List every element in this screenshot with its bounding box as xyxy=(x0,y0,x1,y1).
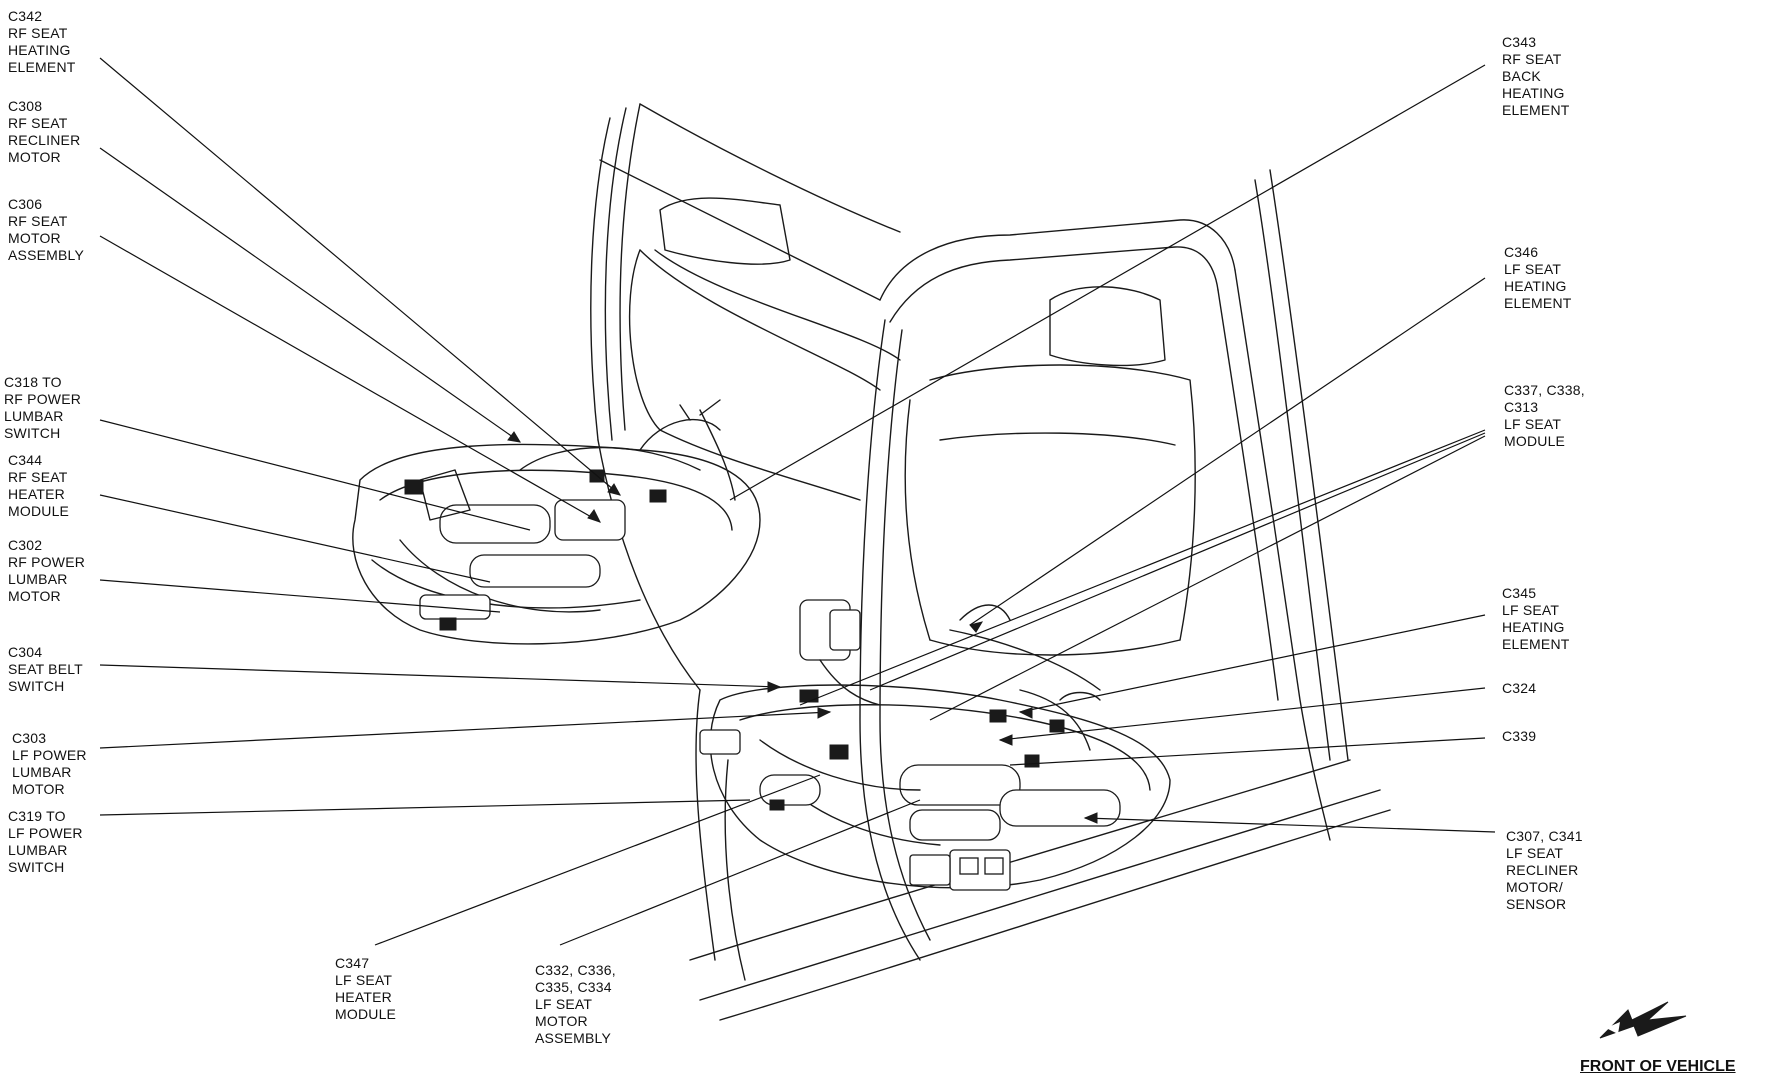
callout-line: MOTOR xyxy=(8,149,61,165)
callout-line: C308 xyxy=(8,98,43,114)
callout-line: SEAT BELT xyxy=(8,661,83,677)
front-of-vehicle-arrow-icon xyxy=(1599,1001,1687,1039)
callout-line: MODULE xyxy=(8,503,70,519)
callout-line: HEATER xyxy=(335,989,392,1005)
callout-c324: C324 xyxy=(1502,680,1536,697)
callout-line: HEATING xyxy=(1502,619,1565,635)
callout-c319: C319 TO LF POWER LUMBAR SWITCH xyxy=(8,808,83,876)
callout-line: HEATING xyxy=(1502,85,1565,101)
callout-line: RF POWER xyxy=(4,391,82,407)
callout-line: LF SEAT xyxy=(535,996,593,1012)
callout-line: C303 xyxy=(12,730,47,746)
callout-line: MOTOR xyxy=(8,588,61,604)
callout-line: SENSOR xyxy=(1506,896,1567,912)
callout-line: ELEMENT xyxy=(1504,295,1572,311)
callout-line: C313 xyxy=(1504,399,1539,415)
callout-line: RF SEAT xyxy=(1502,51,1562,67)
callout-line: SWITCH xyxy=(8,678,65,694)
callout-line: C344 xyxy=(8,452,43,468)
callout-line: HEATER xyxy=(8,486,65,502)
callout-line: C339 xyxy=(1502,728,1537,744)
callout-line: MOTOR/ xyxy=(1506,879,1563,895)
callout-c304: C304 SEAT BELT SWITCH xyxy=(8,644,83,695)
callout-line: LUMBAR xyxy=(4,408,64,424)
callout-line: MOTOR xyxy=(535,1013,588,1029)
callout-line: LF SEAT xyxy=(335,972,393,988)
callout-line: C306 xyxy=(8,196,43,212)
callout-line: C324 xyxy=(1502,680,1537,696)
callout-line: HEATING xyxy=(1504,278,1567,294)
callout-line: ASSEMBLY xyxy=(8,247,85,263)
callout-c318: C318 TO RF POWER LUMBAR SWITCH xyxy=(4,374,81,442)
callout-c303: C303 LF POWER LUMBAR MOTOR xyxy=(12,730,87,798)
callout-line: C343 xyxy=(1502,34,1537,50)
callout-line: LUMBAR xyxy=(8,571,68,587)
callout-line: C337, C338, xyxy=(1504,382,1585,398)
callout-line: LF POWER xyxy=(8,825,83,841)
callout-line: C346 xyxy=(1504,244,1539,260)
callout-c307: C307, C341 LF SEAT RECLINER MOTOR/ SENSO… xyxy=(1506,828,1583,913)
callout-line: ELEMENT xyxy=(1502,102,1570,118)
callout-c345: C345 LF SEAT HEATING ELEMENT xyxy=(1502,585,1570,653)
callout-line: C345 xyxy=(1502,585,1537,601)
front-of-vehicle-label: FRONT OF VEHICLE xyxy=(1580,1058,1736,1075)
callout-line: C347 xyxy=(335,955,370,971)
callout-line: ELEMENT xyxy=(1502,636,1570,652)
callout-c346: C346 LF SEAT HEATING ELEMENT xyxy=(1504,244,1572,312)
callout-line: RF SEAT xyxy=(8,469,68,485)
callout-line: RF SEAT xyxy=(8,115,68,131)
callout-line: MODULE xyxy=(335,1006,397,1022)
callout-line: C342 xyxy=(8,8,43,24)
callout-c306: C306 RF SEAT MOTOR ASSEMBLY xyxy=(8,196,84,264)
lf-seat-back xyxy=(904,286,1196,656)
callout-line: LF SEAT xyxy=(1506,845,1564,861)
callout-line: RECLINER xyxy=(1506,862,1579,878)
callout-line: MODULE xyxy=(1504,433,1566,449)
callout-line: RECLINER xyxy=(8,132,81,148)
callout-c342: C342 RF SEAT HEATING ELEMENT xyxy=(8,8,76,76)
callout-c344: C344 RF SEAT HEATER MODULE xyxy=(8,452,69,520)
callout-line: RF POWER xyxy=(8,554,86,570)
callout-line: LUMBAR xyxy=(12,764,72,780)
callout-line: ASSEMBLY xyxy=(535,1030,612,1046)
callout-line: MOTOR xyxy=(12,781,65,797)
callout-c308: C308 RF SEAT RECLINER MOTOR xyxy=(8,98,80,166)
callout-c332: C332, C336, C335, C334 LF SEAT MOTOR ASS… xyxy=(535,962,616,1047)
callout-line: C307, C341 xyxy=(1506,828,1583,844)
callout-line: LF SEAT xyxy=(1504,261,1562,277)
callout-c347: C347 LF SEAT HEATER MODULE xyxy=(335,955,396,1023)
callout-line: HEATING xyxy=(8,42,71,58)
rf-seat-back xyxy=(628,197,901,501)
callout-line: ELEMENT xyxy=(8,59,76,75)
callout-line: LF SEAT xyxy=(1504,416,1562,432)
callout-line: LF POWER xyxy=(12,747,87,763)
callout-c302: C302 RF POWER LUMBAR MOTOR xyxy=(8,537,85,605)
callout-line: C302 xyxy=(8,537,43,553)
callout-line: C332, C336, xyxy=(535,962,616,978)
callout-line: C319 TO xyxy=(8,808,66,824)
callout-c343: C343 RF SEAT BACK HEATING ELEMENT xyxy=(1502,34,1570,119)
vehicle-body-outline xyxy=(590,103,1391,1021)
callout-c339: C339 xyxy=(1502,728,1536,745)
callout-c337: C337, C338, C313 LF SEAT MODULE xyxy=(1504,382,1585,450)
leader-lines-right xyxy=(729,64,1496,833)
lf-seat-assembly xyxy=(699,599,1171,891)
leader-arrowheads xyxy=(507,431,1098,824)
callout-line: RF SEAT xyxy=(8,25,68,41)
callout-line: RF SEAT xyxy=(8,213,68,229)
rf-seat-assembly xyxy=(352,399,761,645)
callout-line: LF SEAT xyxy=(1502,602,1560,618)
callout-line: SWITCH xyxy=(4,425,61,441)
callout-line: LUMBAR xyxy=(8,842,68,858)
callout-line: C335, C334 xyxy=(535,979,612,995)
callout-line: MOTOR xyxy=(8,230,61,246)
callout-line: SWITCH xyxy=(8,859,65,875)
callout-line: C304 xyxy=(8,644,43,660)
callout-line: BACK xyxy=(1502,68,1541,84)
leader-lines-left xyxy=(99,57,921,946)
callout-line: C318 TO xyxy=(4,374,62,390)
